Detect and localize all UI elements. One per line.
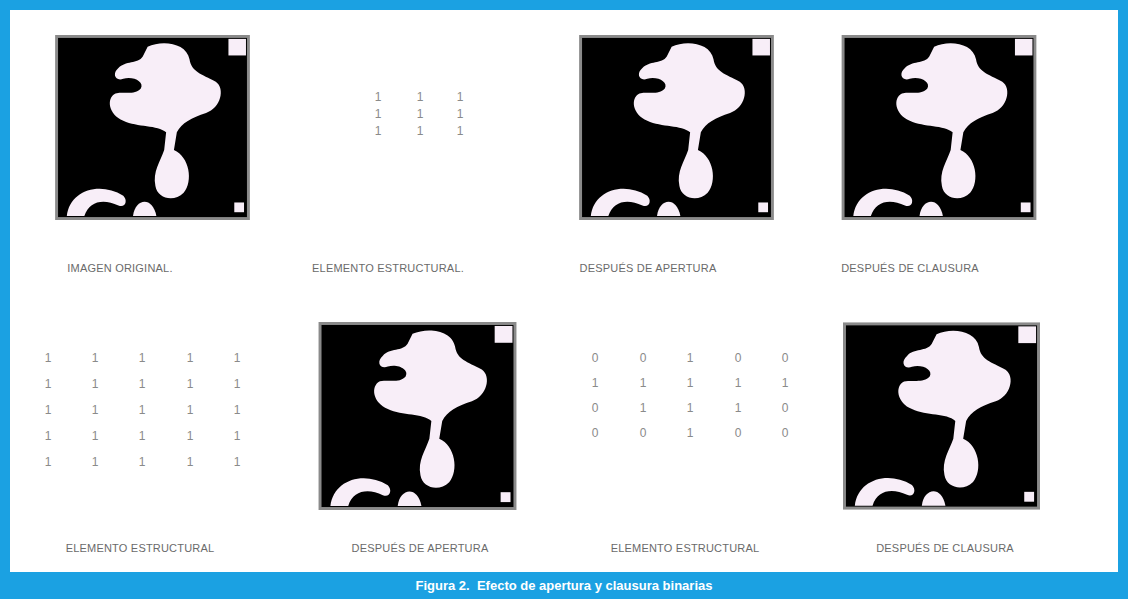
matrix-cell: 1: [92, 429, 99, 443]
matrix-cell: 1: [687, 426, 694, 440]
matrix-cell: 1: [457, 107, 464, 121]
image-label: IMAGEN ORIGINAL.: [67, 262, 172, 274]
matrix-cell: 0: [592, 401, 599, 415]
image-label: DESPUÉS DE APERTURA: [580, 262, 717, 274]
matrix-cell: 1: [187, 351, 194, 365]
matrix-cell: 0: [592, 426, 599, 440]
matrix-cell: 1: [640, 376, 647, 390]
matrix-cell: 1: [375, 107, 382, 121]
matrix-cell: 1: [139, 377, 146, 391]
matrix-cell: 1: [45, 403, 52, 417]
matrix-cell: 1: [139, 429, 146, 443]
frame-bar: [1118, 0, 1128, 599]
matrix-cell: 1: [45, 429, 52, 443]
matrix-cell: 1: [139, 455, 146, 469]
matrix-cell: 1: [234, 377, 241, 391]
binary-image: [57, 36, 249, 218]
image-label: DESPUÉS DE CLAUSURA: [841, 262, 979, 274]
binary-image: [844, 324, 1038, 508]
matrix-cell: 0: [782, 401, 789, 415]
matrix-cell: 1: [92, 403, 99, 417]
matrix-cell: 1: [234, 429, 241, 443]
matrix-cell: 1: [92, 455, 99, 469]
matrix-cell: 1: [687, 376, 694, 390]
matrix-cell: 1: [735, 401, 742, 415]
matrix-cell: 0: [592, 351, 599, 365]
matrix-cell: 1: [92, 351, 99, 365]
matrix-cell: 0: [735, 426, 742, 440]
image-label: DESPUÉS DE CLAUSURA: [876, 542, 1014, 554]
frame-bar: [0, 0, 10, 599]
matrix-cell: 1: [187, 455, 194, 469]
binary-image: [843, 36, 1035, 218]
matrix-cell: 0: [782, 426, 789, 440]
matrix-cell: 1: [375, 124, 382, 138]
image-label: DESPUÉS DE APERTURA: [352, 542, 489, 554]
matrix-cell: 1: [592, 376, 599, 390]
matrix-cell: 1: [687, 351, 694, 365]
figure-caption: Figura 2. Efecto de apertura y clausura …: [0, 578, 1128, 593]
matrix-cell: 1: [187, 429, 194, 443]
matrix-cell: 1: [45, 455, 52, 469]
image-label: ELEMENTO ESTRUCTURAL: [611, 542, 760, 554]
matrix-cell: 1: [687, 401, 694, 415]
matrix-cell: 0: [782, 351, 789, 365]
matrix-cell: 1: [375, 90, 382, 104]
matrix-cell: 1: [139, 351, 146, 365]
binary-image: [581, 36, 773, 218]
matrix-cell: 1: [234, 455, 241, 469]
frame-bar: [0, 0, 1128, 10]
matrix-cell: 1: [417, 124, 424, 138]
matrix-cell: 1: [187, 377, 194, 391]
matrix-cell: 1: [457, 90, 464, 104]
matrix-cell: 1: [45, 377, 52, 391]
matrix-cell: 1: [92, 377, 99, 391]
matrix-cell: 1: [234, 351, 241, 365]
matrix-cell: 0: [640, 426, 647, 440]
matrix-cell: 1: [457, 124, 464, 138]
matrix-cell: 1: [139, 403, 146, 417]
matrix-cell: 1: [417, 107, 424, 121]
matrix-cell: 1: [640, 401, 647, 415]
image-label: ELEMENTO ESTRUCTURAL: [66, 542, 215, 554]
image-label: ELEMENTO ESTRUCTURAL.: [312, 262, 464, 274]
binary-image: [320, 323, 515, 508]
matrix-cell: 0: [735, 351, 742, 365]
matrix-cell: 1: [782, 376, 789, 390]
matrix-cell: 1: [187, 403, 194, 417]
matrix-cell: 1: [417, 90, 424, 104]
matrix-cell: 1: [45, 351, 52, 365]
matrix-cell: 1: [234, 403, 241, 417]
matrix-cell: 0: [640, 351, 647, 365]
matrix-cell: 1: [735, 376, 742, 390]
